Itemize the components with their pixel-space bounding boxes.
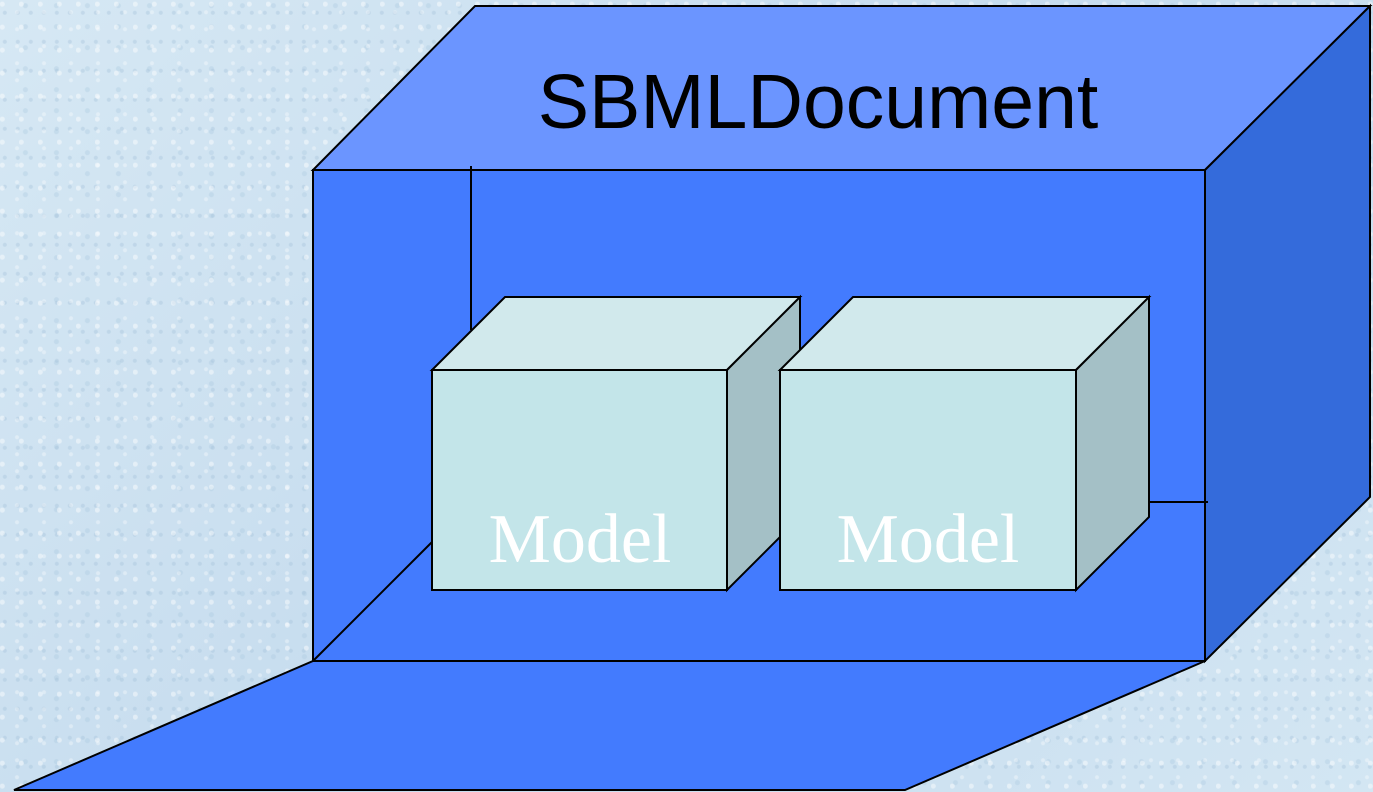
model-label-2: Model <box>837 501 1020 578</box>
model-box-1-front <box>431 369 728 591</box>
model-box-1: Model <box>429 294 803 593</box>
model-box-2-front <box>779 369 1077 591</box>
model-box-2: Model <box>777 294 1152 593</box>
sbml-document-label: SBMLDocument <box>538 59 1099 145</box>
container-floor <box>13 660 1206 791</box>
inner-floor-edge <box>312 536 438 662</box>
model-label-1: Model <box>489 501 672 578</box>
